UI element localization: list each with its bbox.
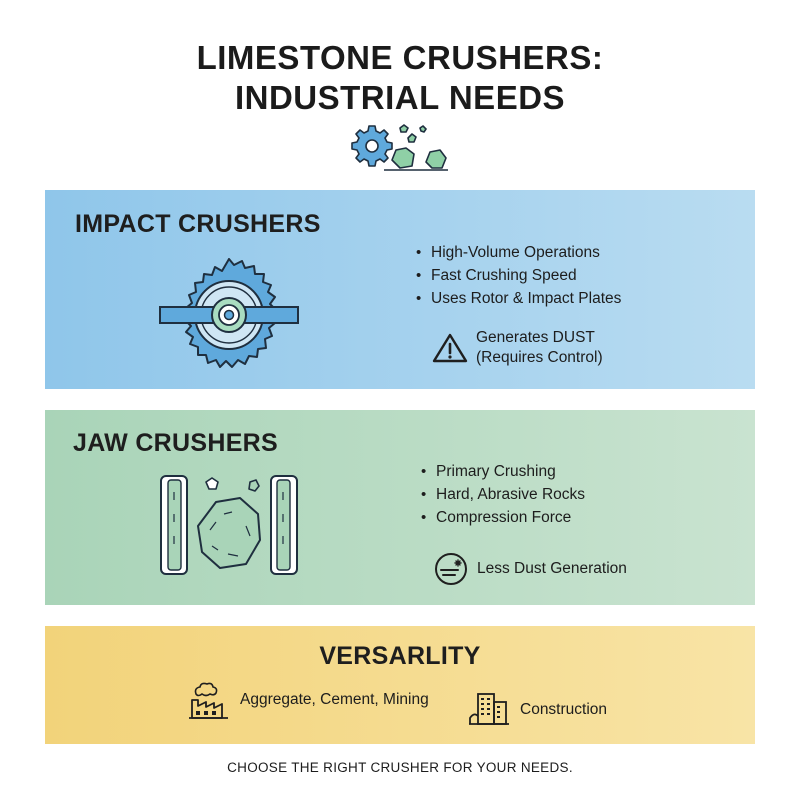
- impact-note-line2: (Requires Control): [476, 349, 603, 366]
- jaw-plates-illustration: [160, 475, 298, 575]
- factory-icon: [189, 682, 228, 719]
- impact-crushers-title: IMPACT CRUSHERS: [75, 210, 321, 238]
- impact-dust-note: Generates DUST (Requires Control): [432, 328, 603, 368]
- page-title: LIMESTONE CRUSHERS: INDUSTRIAL NEEDS: [0, 38, 800, 118]
- list-item: Compression Force: [421, 506, 585, 529]
- page-title-line1: LIMESTONE CRUSHERS:: [196, 39, 604, 76]
- warning-icon: [432, 333, 468, 363]
- jaw-crushers-panel: JAW CRUSHERS Primary Crushing Hard, Abra…: [45, 410, 755, 605]
- list-item: Uses Rotor & Impact Plates: [416, 287, 621, 310]
- versatility-item-industries-label: Aggregate, Cement, Mining: [240, 691, 429, 708]
- impact-crushers-panel: IMPACT CRUSHERS High-Volume Operations F…: [45, 190, 755, 389]
- versatility-panel: VERSARLITY Aggregate, Cement, Mining Con…: [45, 626, 755, 744]
- list-item: Fast Crushing Speed: [416, 264, 621, 287]
- versatility-item-construction: Construction: [468, 690, 607, 730]
- page-title-line2: INDUSTRIAL NEEDS: [234, 79, 566, 116]
- impact-rotor-illustration: [159, 258, 299, 368]
- impact-bullet-list: High-Volume Operations Fast Crushing Spe…: [416, 241, 621, 310]
- jaw-bullet-list: Primary Crushing Hard, Abrasive Rocks Co…: [421, 460, 585, 529]
- jaw-dust-note: Less Dust Generation: [434, 552, 627, 586]
- low-dust-icon: [435, 553, 467, 585]
- jaw-crushers-title: JAW CRUSHERS: [73, 429, 279, 457]
- versatility-item-construction-label: Construction: [520, 701, 608, 718]
- versatility-title: VERSARLITY: [319, 642, 481, 670]
- footer-tagline: CHOOSE THE RIGHT CRUSHER FOR YOUR NEEDS.: [227, 760, 573, 775]
- buildings-icon: [469, 693, 509, 725]
- list-item: Primary Crushing: [421, 460, 585, 483]
- list-item: Hard, Abrasive Rocks: [421, 483, 585, 506]
- jaw-note-text: Less Dust Generation: [477, 560, 627, 577]
- impact-note-line1: Generates DUST: [476, 329, 595, 346]
- list-item: High-Volume Operations: [416, 241, 621, 264]
- gear-and-rocks-icon: [351, 124, 448, 171]
- versatility-item-industries: Aggregate, Cement, Mining: [188, 680, 429, 720]
